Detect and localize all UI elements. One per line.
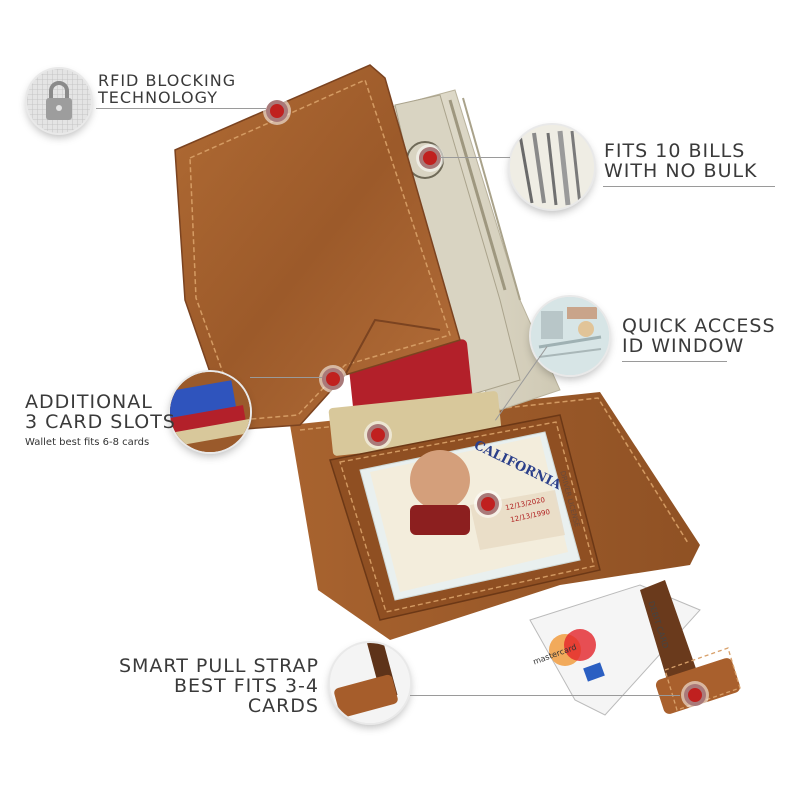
pull-strap-locator-dot — [684, 684, 706, 706]
card-slots-feature-label: ADDITIONAL 3 CARD SLOTS Wallet best fits… — [25, 391, 176, 448]
card-pocket-locator-dot — [367, 424, 389, 446]
card-slots-label-line-2: 3 CARD SLOTS — [25, 410, 176, 433]
card-slots-locator-dot — [322, 368, 344, 390]
rfid-zoom-circle — [27, 69, 91, 133]
id-window-feature-label: QUICK ACCESS ID WINDOW — [622, 315, 776, 357]
rfid-label-line-1: RFID BLOCKING — [98, 71, 237, 90]
card-slots-note: Wallet best fits 6-8 cards — [25, 436, 150, 448]
pull-strap-zoom-circle — [330, 643, 410, 723]
wallet-flap — [174, 64, 461, 431]
lock-icon — [46, 81, 72, 120]
bills-text-rule — [603, 186, 775, 187]
id-window-locator-dot — [477, 493, 499, 515]
bills-feature-label: FITS 10 BILLS WITH NO BULK — [604, 140, 758, 182]
card-slots-zoom-circle — [170, 372, 250, 452]
bills-zoom-circle — [510, 125, 594, 209]
cash-bills: 5 — [379, 89, 561, 411]
rfid-locator-dot — [266, 100, 288, 122]
rfid-rule — [96, 108, 266, 109]
bills-rule — [440, 157, 510, 158]
rfid-label-line-2: TECHNOLOGY — [98, 87, 218, 107]
bills-label-line-2: WITH NO BULK — [604, 159, 758, 182]
bills-label-line-1: FITS 10 BILLS — [604, 140, 746, 162]
id-window-pocket — [329, 414, 601, 621]
card-slots-label-line-1: ADDITIONAL — [25, 391, 153, 413]
id-window-text-rule — [622, 361, 727, 362]
bills-locator-dot — [419, 147, 441, 169]
pull-strap-label-line-3: CARDS — [247, 694, 319, 717]
id-window-label-line-2: ID WINDOW — [622, 334, 745, 357]
rfid-feature-label: RFID BLOCKING TECHNOLOGY — [98, 71, 237, 107]
id-zoom-circle — [531, 297, 609, 375]
card-slots-rule — [250, 377, 322, 378]
pull-strap-feature-label: SMART PULL STRAP BEST FITS 3-4 CARDS — [104, 655, 319, 717]
pull-strap-label-line-1: SMART PULL STRAP — [118, 655, 319, 677]
pull-strap-rule — [410, 695, 680, 696]
pull-strap-label-line-2: BEST FITS 3-4 — [173, 674, 319, 697]
id-window-label-line-1: QUICK ACCESS — [622, 315, 776, 337]
